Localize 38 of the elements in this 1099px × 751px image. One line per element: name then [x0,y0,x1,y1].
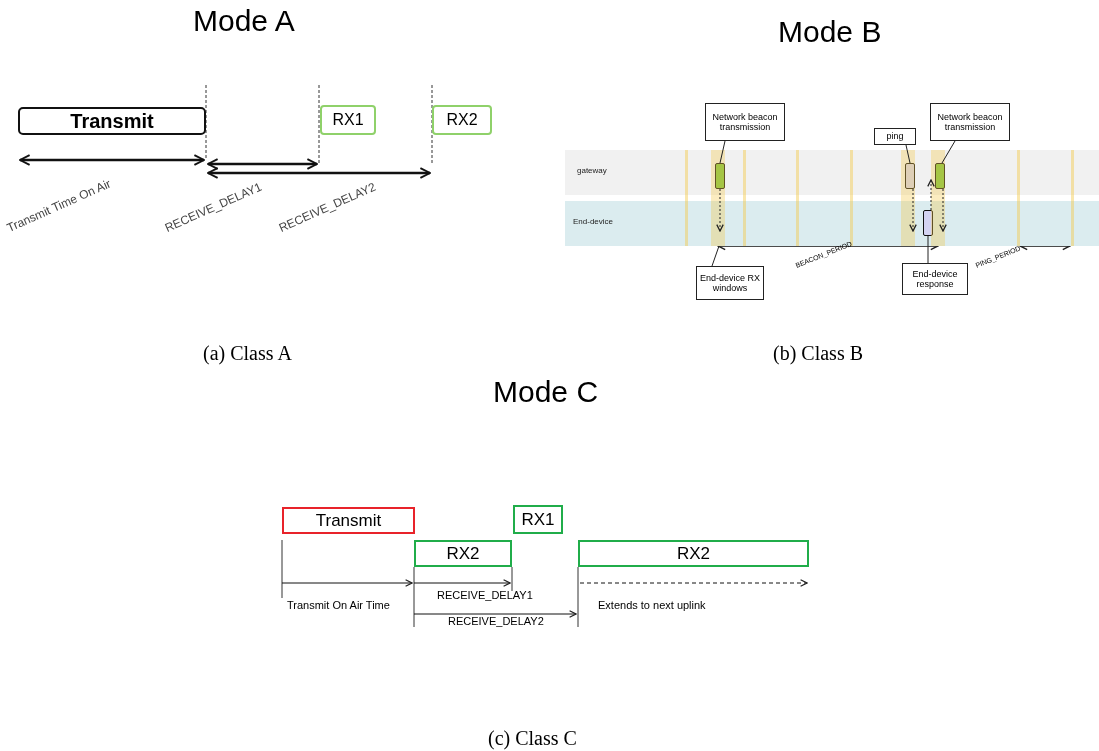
leader-line [711,245,720,267]
leader-line [719,140,726,164]
transmit-box: Transmit [282,507,415,534]
lane-label: gateway [577,166,607,176]
section-title: Mode B [778,17,882,47]
ping-bar [905,163,915,189]
caption: (b) Class B [773,343,863,363]
section-title: Mode C [493,377,599,407]
leader-line [905,144,911,164]
gateway-lane [565,150,1099,195]
dashed-arrow [716,188,724,232]
dashed-arrow [927,179,935,211]
leader-line [927,235,929,264]
dashed-arrow [939,188,947,232]
callout-box: Network beacon transmission [930,103,1010,141]
section-title: Mode A [193,6,295,36]
duration-label: RECEIVE_DELAY1 [437,590,533,601]
receive-window-box: RX2 [414,540,512,567]
callout-box: End-device RX windows [696,266,764,300]
receive-window-box: RX2 [578,540,809,567]
callout-box: End-device response [902,263,968,295]
receive-window-box: RX1 [513,505,563,534]
leader-line [941,140,956,164]
callout-box: ping [874,128,916,145]
transmit-box: Transmit [18,107,206,135]
beacon-bar [935,163,945,189]
callout-box: Network beacon transmission [705,103,785,141]
caption: (a) Class A [203,343,292,363]
duration-label: Transmit On Air Time [287,600,390,611]
receive-window-box: RX1 [320,105,376,135]
caption: (c) Class C [488,728,577,748]
dashed-arrow [909,188,917,232]
beacon-bar [715,163,725,189]
receive-window-box: RX2 [432,105,492,135]
lane-label: End-device [573,217,614,227]
duration-label: RECEIVE_DELAY2 [448,616,544,627]
response-bar [923,210,933,236]
note-text: Extends to next uplink [598,600,706,611]
